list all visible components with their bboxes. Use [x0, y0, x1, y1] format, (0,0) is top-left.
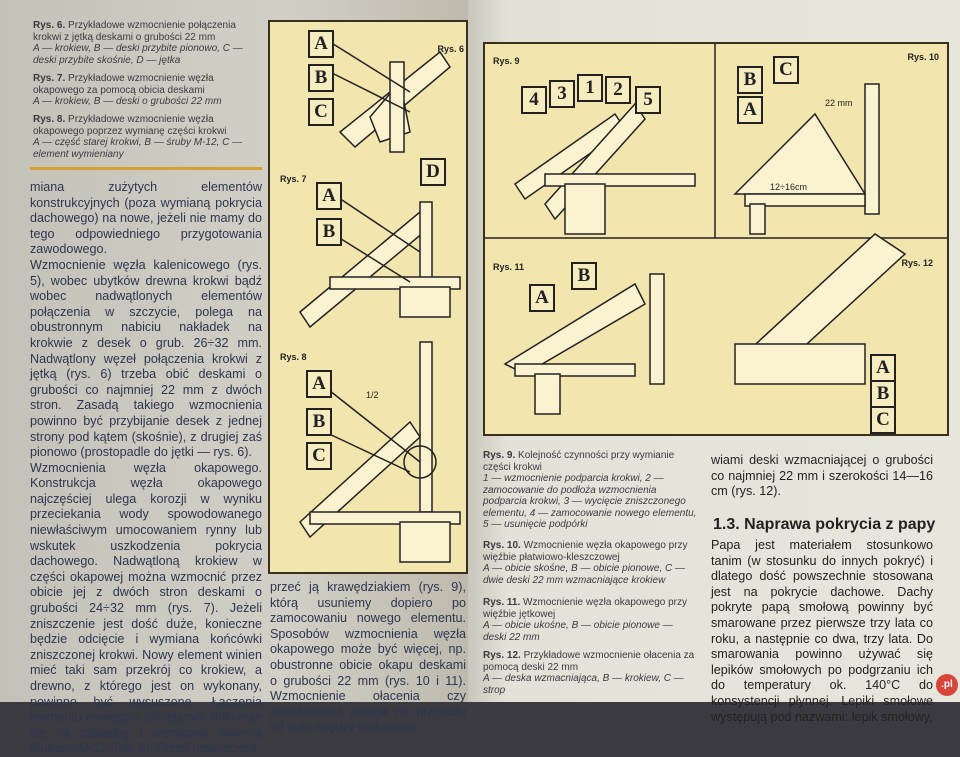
label-box-b: B	[870, 380, 896, 408]
figure-panel-left: Rys. 6 A B C D Rys. 7 A B Rys. 8 1/2 A B…	[268, 20, 468, 574]
dimension-12-16cm: 12÷16cm	[770, 182, 807, 192]
label-box-b: B	[737, 66, 763, 94]
label-box-a: A	[870, 354, 896, 382]
annotation-half: 1/2	[366, 390, 379, 400]
number-box-5: 5	[635, 86, 661, 114]
caption-rys7: Rys. 7. Przykładowe wzmocnienie węzła ok…	[33, 73, 222, 107]
label-box-a: A	[316, 182, 342, 210]
figure-label-rys6: Rys. 6	[437, 44, 464, 54]
body-continuation: wiami deski wzmacniającej o grubości co …	[711, 453, 933, 499]
figure-panel-right: Rys. 9 4 3 1 2 5 Rys. 10 B C A 22 mm 12÷…	[483, 42, 949, 436]
label-box-a: A	[737, 96, 763, 124]
number-box-3: 3	[549, 80, 575, 108]
eave-drawings	[485, 44, 947, 415]
label-box-b: B	[571, 262, 597, 290]
figure-label-rys12: Rys. 12	[901, 258, 933, 268]
label-box-b: B	[306, 408, 332, 436]
section-heading: 1.3. Naprawa pokrycia z papy	[713, 516, 936, 533]
label-box-b: B	[308, 64, 334, 92]
label-box-c: C	[306, 442, 332, 470]
left-page: Rys. 6. Przykładowe wzmocnienie połączen…	[0, 0, 470, 755]
dimension-22mm: 22 mm	[825, 98, 853, 108]
label-box-a: A	[308, 30, 334, 58]
label-box-a: A	[306, 370, 332, 398]
rafter-drawings	[299, 41, 461, 563]
label-box-c: C	[308, 98, 334, 126]
label-box-a: A	[529, 284, 555, 312]
label-box-b: B	[316, 218, 342, 246]
caption-rys9: Rys. 9. Kolejność czynności przy wymiani…	[483, 450, 697, 530]
body-column-1: miana zużytych elementów konstrukcyjnych…	[30, 180, 262, 756]
number-box-4: 4	[521, 86, 547, 114]
body-column-2: przeć ją krawędziakiem (rys. 9), którą u…	[270, 580, 466, 735]
label-box-d: D	[420, 158, 446, 186]
accent-rule	[30, 167, 262, 170]
figure-label-rys11: Rys. 11	[493, 262, 525, 272]
figure-label-rys10: Rys. 10	[907, 52, 939, 62]
caption-rys11: Rys. 11. Wzmocnienie węzła okapowego prz…	[483, 597, 688, 643]
caption-rys8: Rys. 8. Przykładowe wzmocnienie węzła ok…	[33, 114, 243, 160]
number-box-1: 1	[577, 74, 603, 102]
label-box-c: C	[870, 406, 896, 434]
caption-rys6: Rys. 6. Przykładowe wzmocnienie połączen…	[33, 20, 243, 66]
number-box-2: 2	[605, 76, 631, 104]
label-box-c: C	[773, 56, 799, 84]
figure-label-rys9: Rys. 9	[493, 56, 520, 66]
figure-label-rys8: Rys. 8	[280, 352, 307, 362]
caption-rys10: Rys. 10. Wzmocnienie węzła okapowego prz…	[483, 540, 688, 586]
figure-label-rys7: Rys. 7	[280, 174, 307, 184]
section-text: Papa jest materiałem stosunkowo tanim (w…	[711, 538, 933, 724]
caption-rys12: Rys. 12. Przykładowe wzmocnienie ołaceni…	[483, 650, 695, 696]
right-page: Rys. 9 4 3 1 2 5 Rys. 10 B C A 22 mm 12÷…	[468, 0, 960, 724]
watermark-logo: .pl	[936, 674, 958, 696]
